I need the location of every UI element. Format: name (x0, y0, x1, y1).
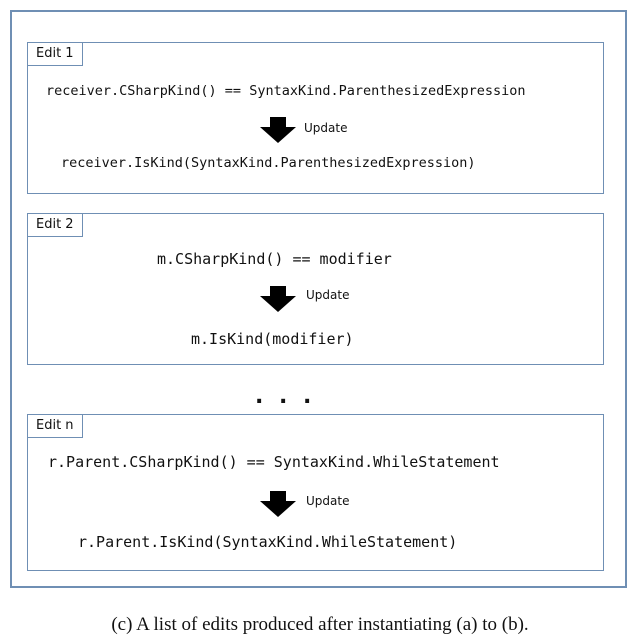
edit-box-1: Edit 1 receiver.CSharpKind() == SyntaxKi… (27, 42, 604, 194)
code-after: m.IsKind(modifier) (191, 330, 354, 348)
down-arrow-icon (260, 286, 296, 312)
code-before: m.CSharpKind() == modifier (157, 250, 392, 268)
edit-label: Edit n (28, 415, 83, 438)
figure-caption: (c) A list of edits produced after insta… (111, 614, 529, 635)
edit-box-n: Edit n r.Parent.CSharpKind() == SyntaxKi… (27, 414, 604, 571)
edit-label: Edit 2 (28, 214, 83, 237)
ellipsis: . . . (255, 384, 316, 409)
edit-box-2: Edit 2 m.CSharpKind() == modifier Update… (27, 213, 604, 365)
code-before: receiver.CSharpKind() == SyntaxKind.Pare… (46, 83, 526, 99)
code-after: r.Parent.IsKind(SyntaxKind.WhileStatemen… (78, 533, 458, 551)
update-label: Update (304, 121, 348, 135)
update-label: Update (306, 494, 350, 508)
code-before: r.Parent.CSharpKind() == SyntaxKind.Whil… (48, 453, 500, 471)
code-after: receiver.IsKind(SyntaxKind.Parenthesized… (61, 155, 476, 171)
down-arrow-icon (260, 117, 296, 143)
down-arrow-icon (260, 491, 296, 517)
edit-label: Edit 1 (28, 43, 83, 66)
update-label: Update (306, 288, 350, 302)
